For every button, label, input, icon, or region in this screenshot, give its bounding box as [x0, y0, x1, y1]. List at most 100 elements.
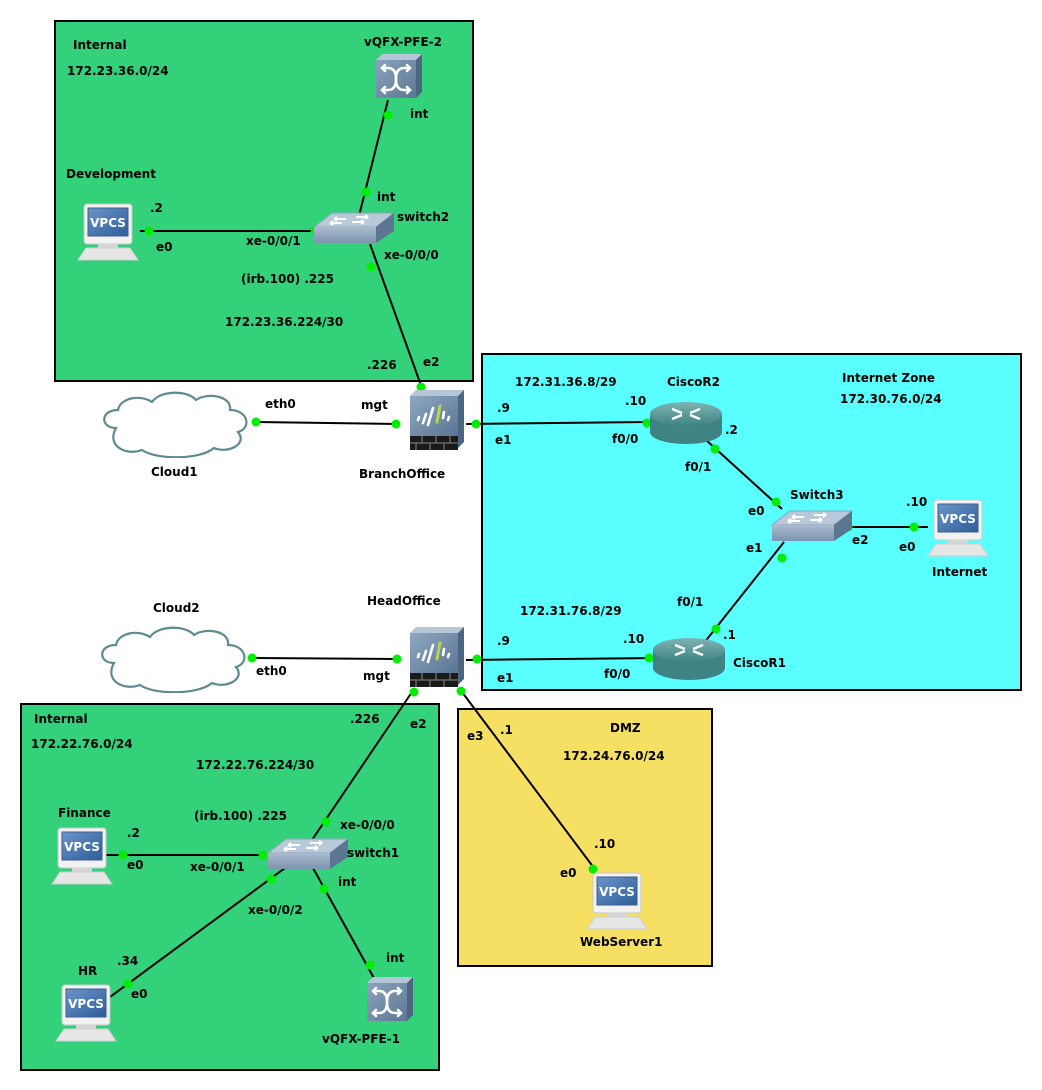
port-dot[interactable] [711, 624, 721, 634]
vpcs-icon[interactable] [926, 498, 990, 558]
vqfx-switch-icon[interactable] [363, 975, 415, 1023]
link-cloud2-headoffice[interactable] [253, 657, 398, 660]
port-label: e1 [497, 671, 514, 685]
zone-title: Internal [34, 712, 88, 726]
port-dot[interactable] [258, 850, 268, 860]
subnet-annotation: 172.23.36.224/30 [225, 315, 344, 329]
port-dot[interactable] [471, 419, 481, 429]
port-label: e3 [467, 729, 484, 743]
firewall-icon[interactable] [406, 627, 466, 691]
router-icon[interactable] [648, 400, 724, 446]
port-dot[interactable] [251, 417, 261, 427]
node-label[interactable]: vQFX-PFE-1 [322, 1032, 400, 1046]
port-dot[interactable] [416, 382, 426, 392]
port-dot[interactable] [909, 522, 919, 532]
port-label: f0/1 [677, 595, 704, 609]
port-dot[interactable] [456, 686, 466, 696]
port-dot[interactable] [391, 419, 401, 429]
port-dot[interactable] [144, 226, 154, 236]
ip-annotation: .10 [906, 495, 928, 509]
zone-internet[interactable] [481, 353, 1022, 691]
node-label[interactable]: CiscoR2 [667, 375, 721, 389]
ethernet-switch-icon[interactable] [266, 837, 350, 871]
port-label: int [386, 951, 405, 965]
port-dot[interactable] [383, 110, 393, 120]
router-icon[interactable] [651, 636, 727, 682]
port-dot[interactable] [319, 884, 329, 894]
ip-annotation: .226 [350, 712, 380, 726]
port-label: xe-0/0/0 [340, 818, 395, 832]
vpcs-icon[interactable] [50, 826, 114, 886]
ip-annotation: .9 [497, 634, 510, 648]
port-dot[interactable] [777, 553, 787, 563]
vpcs-icon[interactable] [76, 202, 140, 262]
port-dot[interactable] [644, 653, 654, 663]
link-branchoffice-ciscor2[interactable] [465, 421, 653, 425]
port-dot[interactable] [409, 687, 419, 697]
node-label[interactable]: BranchOffice [359, 467, 446, 481]
firewall-icon[interactable] [406, 390, 466, 454]
cloud-icon[interactable] [94, 623, 254, 693]
zone-subnet: 172.22.76.0/24 [31, 737, 133, 751]
node-label[interactable]: CiscoR1 [733, 656, 787, 670]
node-label[interactable]: Development [66, 167, 156, 181]
link-vqfx2-switch2[interactable] [357, 99, 389, 221]
port-dot[interactable] [710, 444, 720, 454]
port-dot[interactable] [392, 654, 402, 664]
node-label[interactable]: HR [78, 964, 98, 978]
port-dot[interactable] [365, 960, 375, 970]
link-headoffice-webserver1[interactable] [461, 691, 595, 869]
link-headoffice-ciscor1[interactable] [465, 657, 657, 661]
node-label[interactable]: Switch3 [790, 488, 844, 502]
port-label: e2 [852, 533, 869, 547]
ip-annotation: .10 [625, 394, 647, 408]
ip-annotation: .2 [127, 826, 140, 840]
port-label: f0/1 [685, 460, 712, 474]
port-dot[interactable] [771, 497, 781, 507]
port-label: f0/0 [612, 432, 639, 446]
vpcs-icon[interactable] [585, 871, 649, 931]
node-label[interactable]: Finance [58, 806, 111, 820]
port-label: mgt [361, 398, 388, 412]
vqfx-switch-icon[interactable] [372, 52, 424, 100]
port-dot[interactable] [247, 653, 257, 663]
ethernet-switch-icon[interactable] [770, 509, 854, 543]
port-label: int [338, 875, 357, 889]
port-dot[interactable] [361, 187, 371, 197]
node-label[interactable]: Cloud2 [153, 601, 200, 615]
port-label: e2 [423, 355, 440, 369]
ip-annotation: .1 [723, 628, 736, 642]
port-label: e0 [127, 858, 144, 872]
link-cloud1-branchoffice[interactable] [255, 421, 398, 425]
ethernet-switch-icon[interactable] [312, 211, 396, 245]
link-switch2-branchoffice[interactable] [369, 243, 423, 389]
link-headoffice-switch1[interactable] [311, 691, 413, 841]
zone-title: Internet Zone [842, 371, 936, 385]
vpcs-icon[interactable] [54, 983, 118, 1043]
link-switch1-hr[interactable] [109, 867, 286, 998]
port-dot[interactable] [588, 864, 598, 874]
node-label[interactable]: Internet [932, 565, 988, 579]
port-dot[interactable] [321, 817, 331, 827]
zone-title: DMZ [610, 721, 641, 735]
port-label: f0/0 [604, 667, 631, 681]
zone-subnet: 172.24.76.0/24 [563, 749, 665, 763]
cloud-icon[interactable] [96, 388, 256, 458]
node-label[interactable]: switch1 [347, 846, 400, 860]
node-label[interactable]: Cloud1 [151, 465, 198, 479]
node-label[interactable]: vQFX-PFE-2 [364, 35, 442, 49]
port-dot[interactable] [642, 418, 652, 428]
node-label[interactable]: switch2 [397, 210, 450, 224]
port-label: xe-0/0/1 [246, 234, 301, 248]
port-dot[interactable] [472, 654, 482, 664]
port-label: eth0 [265, 397, 296, 411]
port-dot[interactable] [118, 850, 128, 860]
zone-dmz[interactable] [457, 708, 713, 967]
node-label[interactable]: HeadOffice [367, 594, 441, 608]
port-dot[interactable] [266, 874, 276, 884]
port-label: e0 [131, 987, 148, 1001]
port-dot[interactable] [366, 262, 376, 272]
port-dot[interactable] [123, 979, 133, 989]
node-label[interactable]: WebServer1 [580, 935, 663, 949]
